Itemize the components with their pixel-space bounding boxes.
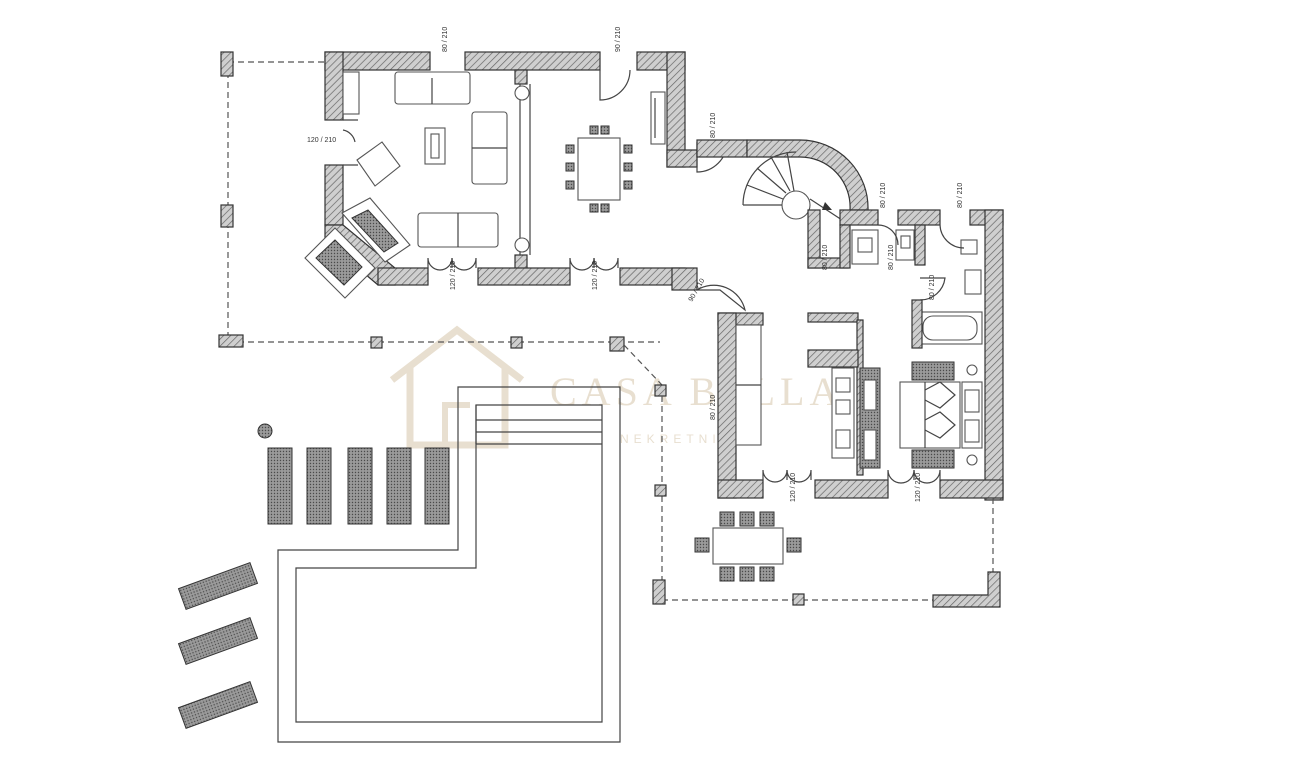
living-furniture	[342, 71, 530, 253]
dim-kitchen-door: 120 / 210	[790, 473, 797, 502]
spiral-stair	[742, 151, 843, 221]
dim-bath-door: 80 / 210	[888, 245, 895, 270]
dim-bedroom-terrace-door: 120 / 210	[915, 473, 922, 502]
living-doors	[342, 69, 746, 312]
pool	[277, 386, 621, 743]
dim-top-door-b: 90 / 210	[615, 27, 622, 52]
dim-kitchen-side: 80 / 210	[710, 395, 717, 420]
dim-stair-door: 80 / 210	[822, 245, 829, 270]
left-terrace	[218, 51, 667, 397]
sun-loungers	[177, 423, 450, 729]
fireplace	[304, 197, 411, 299]
dim-wc-door-a: 80 / 210	[880, 183, 887, 208]
watermark-sub: NEKRETNINE	[620, 432, 747, 446]
dining-table	[565, 91, 666, 213]
stair-tower	[696, 139, 869, 269]
dim-south-window-a: 120 / 210	[450, 261, 457, 290]
bathroom-block	[807, 209, 1004, 501]
dim-top-door-a: 80 / 210	[442, 27, 449, 52]
outdoor-dining	[694, 511, 802, 582]
dim-south-window-b: 120 / 210	[592, 261, 599, 290]
kitchen-bedroom-wing	[717, 312, 1004, 499]
dim-hall-door: 80 / 210	[710, 113, 717, 138]
dim-wc-door-b: 80 / 210	[957, 183, 964, 208]
right-terrace	[652, 396, 1001, 608]
bedroom	[899, 361, 983, 469]
watermark: CASA BELLA NEKRETNINE	[389, 325, 843, 449]
dim-terrace-door-left: 120 / 210	[307, 137, 336, 144]
dim-bedroom-door: 80 / 210	[929, 275, 936, 300]
watermark-name: CASA BELLA	[550, 369, 843, 414]
